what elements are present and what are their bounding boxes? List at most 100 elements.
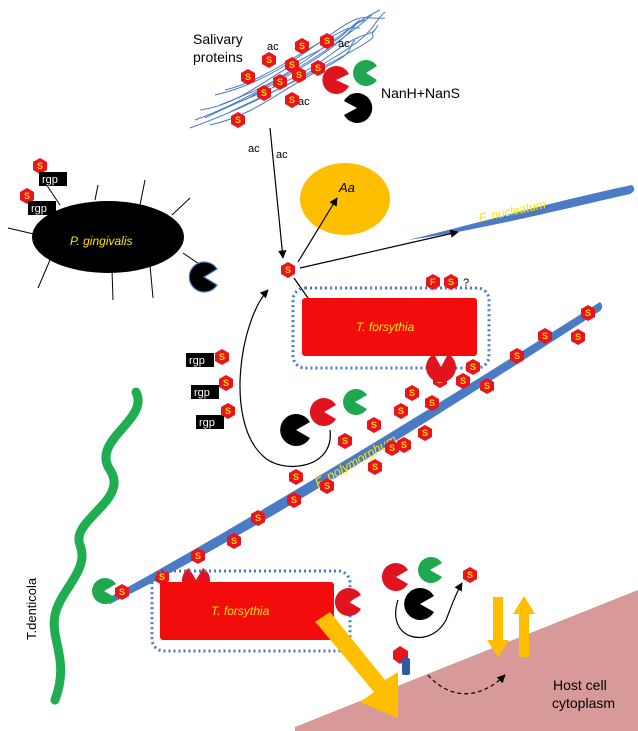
arrow-release [269, 127, 287, 259]
aa-label: Aa [338, 180, 355, 195]
rgp-label: rgp [194, 387, 210, 399]
enzyme-red-mid [309, 398, 336, 426]
salivary-label: Salivary [193, 31, 243, 47]
enzyme-black-pg [188, 261, 218, 293]
sialic-acid-hexagon: S [320, 478, 334, 494]
svg-text:S: S [296, 70, 302, 80]
enzyme-green-top [353, 60, 377, 86]
rgp-box [28, 201, 56, 215]
svg-text:S: S [266, 55, 272, 65]
svg-text:S: S [542, 331, 548, 341]
svg-text:S: S [289, 95, 295, 105]
rgp-group-mid-3: rgp S [196, 403, 235, 429]
free-sialic-acid-center: S [281, 262, 295, 278]
sialic-acid-hexagon: S [405, 385, 419, 401]
sialic-acid-hexagon: S [425, 395, 439, 411]
sialic-acid-hexagon: S [241, 69, 255, 85]
enzyme-green-td [92, 578, 116, 604]
svg-text:S: S [575, 332, 581, 342]
f-s-tag: F S ? [426, 274, 469, 290]
svg-text:S: S [291, 495, 297, 505]
sialic-acid-hexagon: S [227, 533, 241, 549]
svg-text:S: S [401, 440, 407, 450]
svg-text:S: S [429, 398, 435, 408]
svg-text:S: S [398, 406, 404, 416]
ac-label-4: ac [248, 143, 260, 155]
rgp-box [39, 172, 67, 186]
sialic-acid-hexagon: S [273, 74, 287, 90]
sialic-acid-hexagon: S [394, 403, 408, 419]
svg-text:S: S [585, 308, 591, 318]
sialic-acid-hexagon: S [262, 52, 276, 68]
svg-text:S: S [371, 420, 377, 430]
host-cell-cytoplasm-label: cytoplasm [552, 695, 615, 711]
p-gingivalis-cell [32, 201, 184, 273]
svg-text:S: S [231, 536, 237, 546]
enzyme-red-br [381, 563, 408, 591]
arrow-to-aa [297, 197, 338, 263]
svg-text:S: S [24, 191, 30, 201]
svg-text:S: S [119, 587, 125, 597]
orange-arrow-into-host [315, 612, 398, 718]
sialic-acid-hexagon: S [251, 510, 265, 526]
sialic-acid-hexagon: S [367, 417, 381, 433]
sialic-acid-hexagon: S [368, 459, 382, 475]
sialic-acid-hexagon: S [215, 349, 229, 365]
enzyme-red-tf-bottom-right [334, 588, 361, 616]
ac-label-1: ac [267, 41, 279, 53]
question-mark: ? [463, 277, 469, 289]
svg-text:S: S [219, 352, 225, 362]
enzyme-black-top [344, 93, 373, 123]
t-forsythia-bottom-cell [160, 582, 334, 640]
sialic-acid-hexagon: S [397, 437, 411, 453]
svg-text:S: S [299, 41, 305, 51]
sialic-acid-hexagon: S [221, 403, 235, 419]
sialic-acid-hexagon: S [115, 584, 129, 600]
sialic-acid-hexagon: S [257, 85, 271, 101]
arrow-to-f-nucleatum [299, 229, 459, 269]
orange-arrow-down [487, 597, 509, 657]
p-gingivalis-fimbriae [7, 174, 206, 301]
svg-text:S: S [225, 406, 231, 416]
ac-label-3: ac [298, 96, 310, 108]
sialic-acid-hexagon: S [33, 158, 47, 174]
f-polymorphum-sialic-acids: S S S S S S S S S S S S S S S S S S S S … [155, 305, 595, 585]
svg-text:S: S [448, 277, 454, 287]
enzyme-green-br [418, 557, 442, 583]
svg-text:S: S [372, 462, 378, 472]
svg-text:S: S [422, 428, 428, 438]
t-forsythia-top-outline [291, 286, 491, 370]
ac-label-2: ac [338, 38, 350, 50]
t-forsythia-top-cell [302, 298, 477, 356]
arrow-loop-mid [239, 289, 331, 467]
rgp-box [196, 415, 224, 429]
sialic-acid-hexagon: S [571, 329, 585, 345]
rgp-group-top-1: S rgp [33, 158, 67, 186]
sialic-acid-hexagon: S [287, 492, 301, 508]
rgp-group-mid-1: rgp S [186, 349, 229, 367]
sialic-acid-hexagon: S [219, 375, 233, 391]
svg-text:S: S [467, 570, 473, 580]
ac-label-5: ac [276, 149, 288, 161]
sialic-acid-hexagon: S [385, 440, 399, 456]
salivary-sialic-acids: S S S S S S S S S S S [231, 33, 334, 128]
proteins-label: proteins [193, 49, 243, 65]
svg-text:S: S [289, 60, 295, 70]
enzyme-green-mid [343, 389, 367, 415]
rgp-group-top-2: S rgp [20, 188, 56, 215]
aa-cell [300, 163, 390, 235]
sialic-acid-hexagon: S [456, 373, 470, 389]
rgp-box [191, 385, 219, 399]
sialic-acid-hexagon: S [292, 67, 306, 83]
t-denticola-label: T.denticola [24, 577, 39, 640]
svg-text:S: S [293, 472, 299, 482]
sialic-acid-hexagon: S [463, 567, 477, 583]
sialic-acid-hexagon: S [155, 569, 169, 585]
svg-text:S: S [514, 351, 520, 361]
rgp-label: rgp [31, 203, 47, 215]
orange-arrow-up [513, 596, 535, 657]
svg-text:S: S [37, 161, 43, 171]
rgp-label: rgp [189, 355, 205, 367]
svg-text:S: S [315, 63, 321, 73]
